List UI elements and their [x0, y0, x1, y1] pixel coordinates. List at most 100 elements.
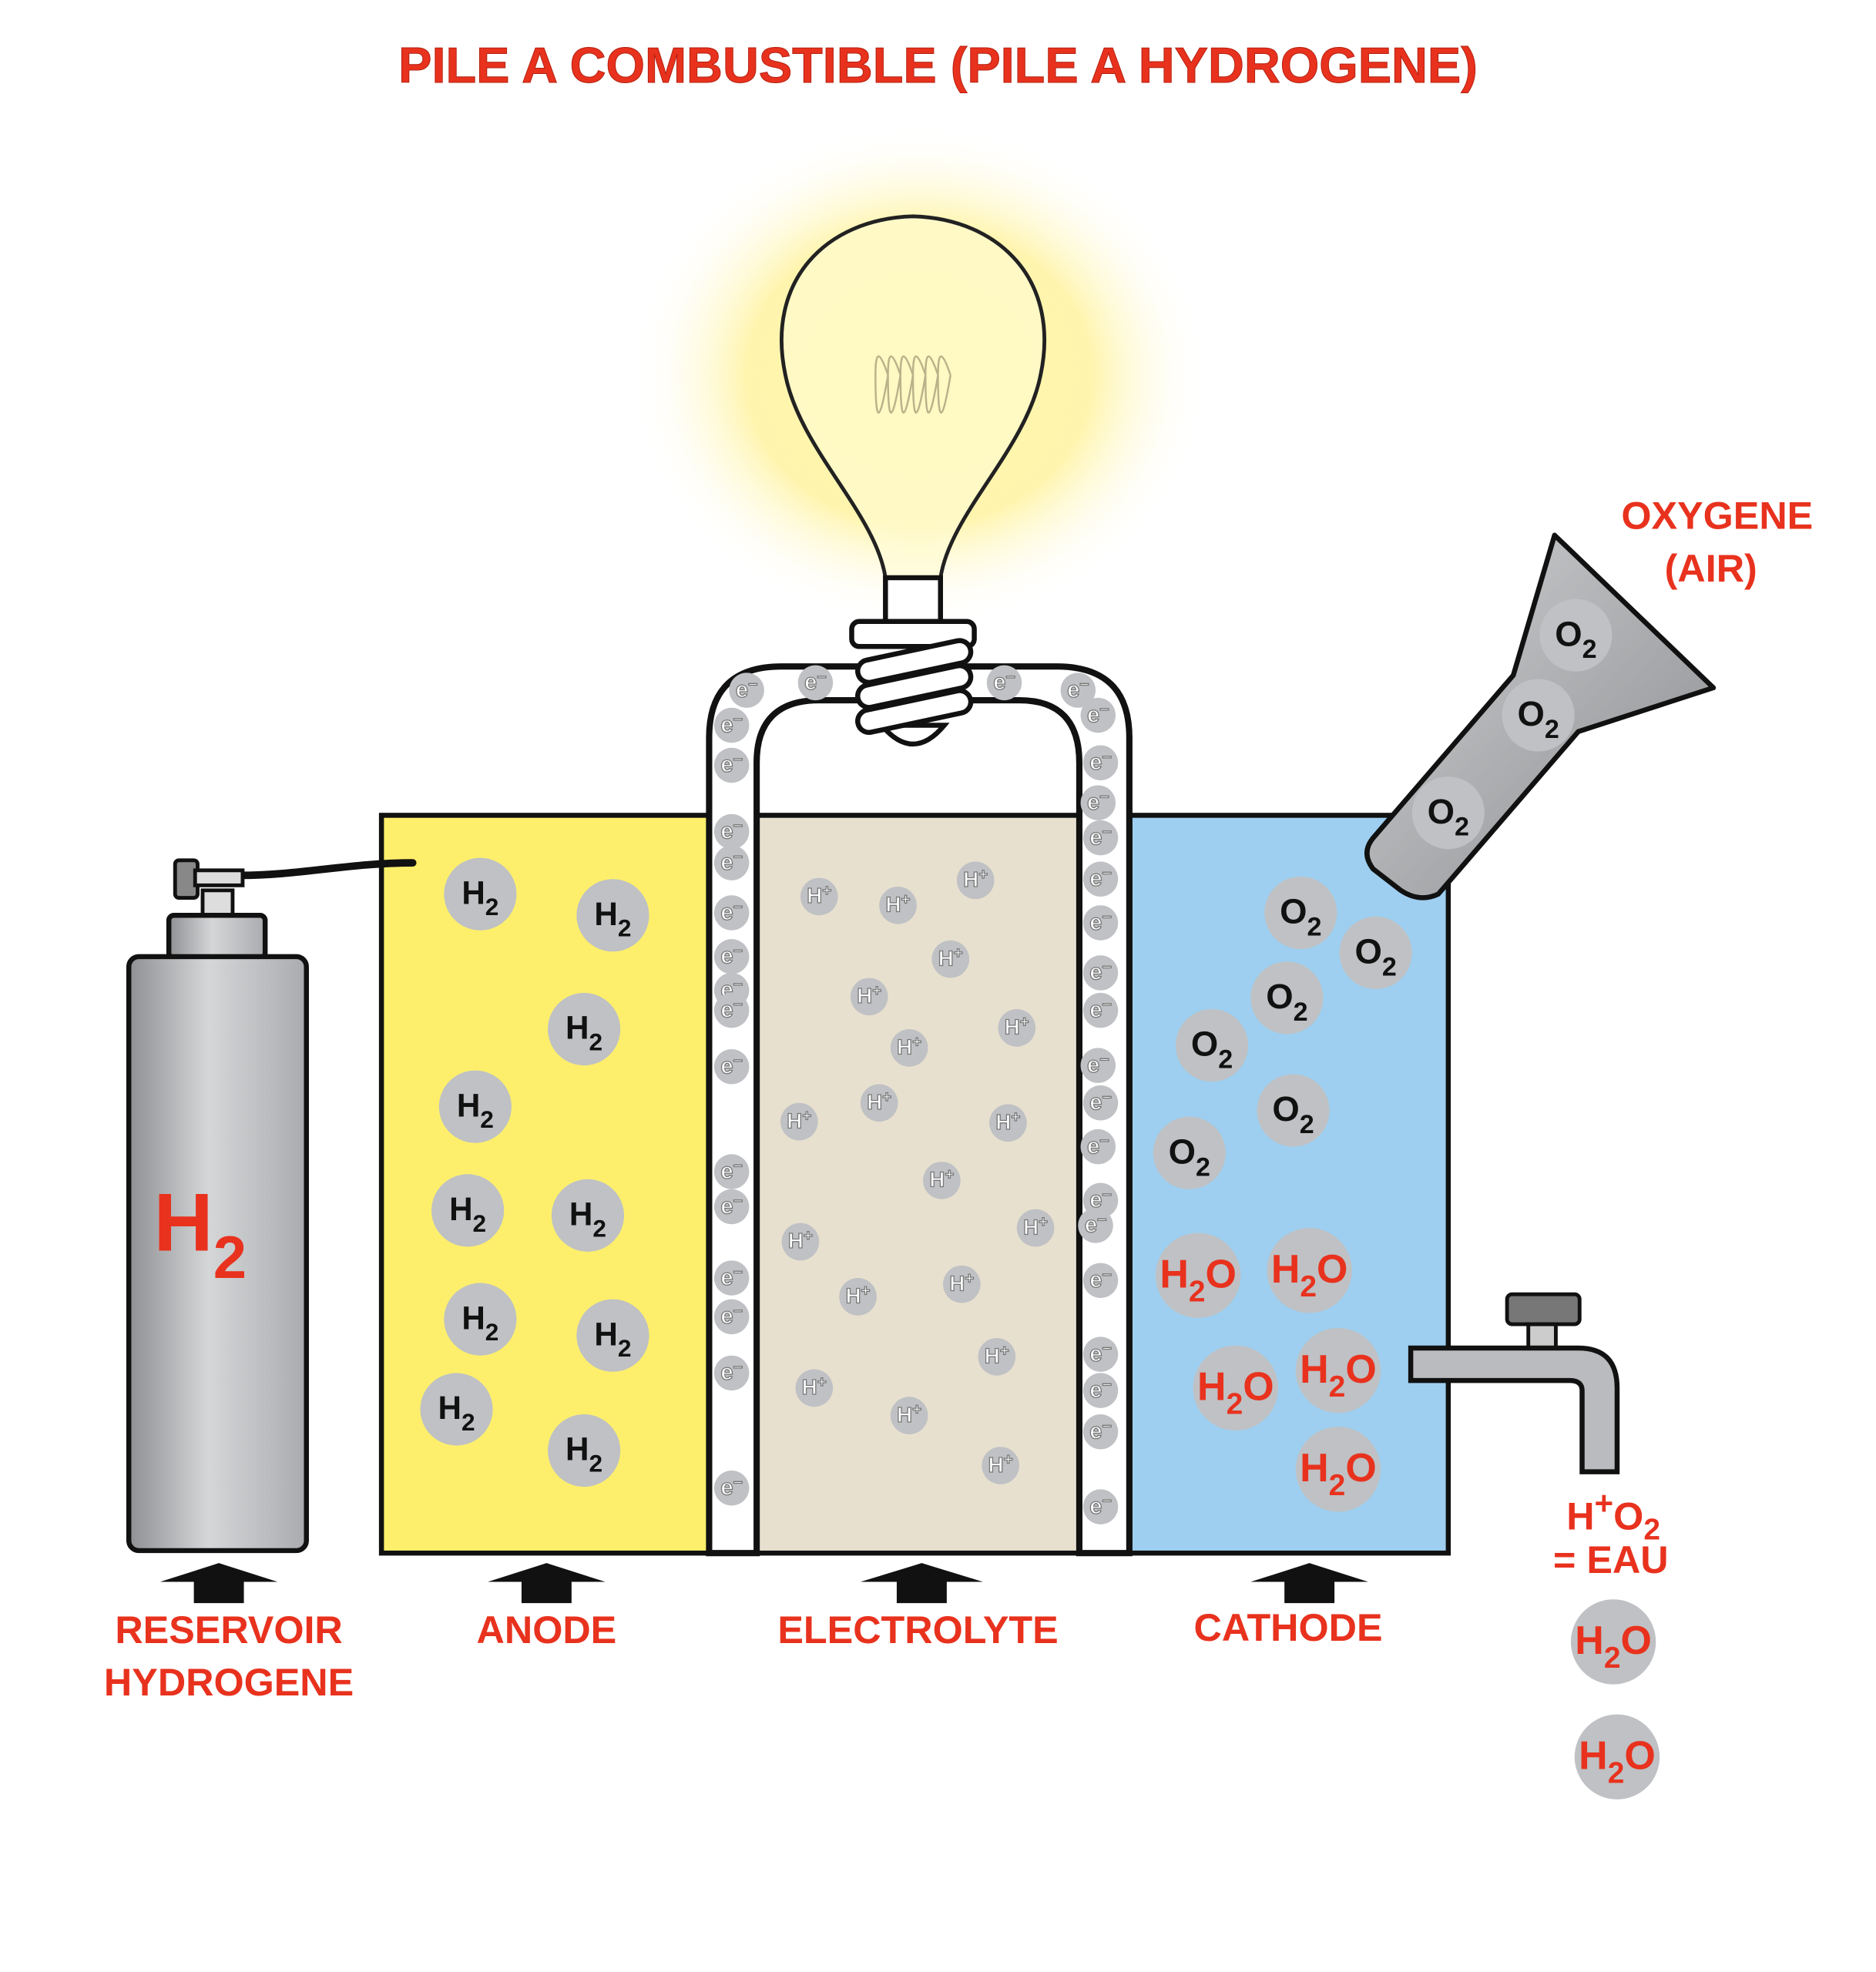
molecule-label: H+: [1023, 1213, 1048, 1239]
electron-molecule: e–: [713, 813, 750, 850]
molecule-circle: [1193, 1345, 1279, 1431]
molecule-label: H+: [1005, 1013, 1029, 1039]
molecule-label: H2O: [1300, 1347, 1377, 1404]
molecule-label: H+: [807, 882, 831, 908]
electron-molecule: e–: [1082, 992, 1119, 1028]
tank-label: H: [153, 1175, 213, 1268]
electron-molecule: e–: [1078, 1208, 1113, 1243]
h2o-molecule: H2O: [1295, 1427, 1381, 1512]
h2-molecule: H2: [444, 857, 517, 931]
molecule-label: e–: [1089, 1338, 1111, 1367]
molecule-circle: [1082, 861, 1119, 897]
h-plus-molecule: H+: [942, 1265, 981, 1303]
molecule-label: e–: [720, 1300, 742, 1329]
molecule-circle: [956, 861, 995, 900]
molecule-circle: [551, 1179, 625, 1252]
electron-molecule: e–: [713, 845, 750, 880]
electron-molecule: e–: [1080, 1048, 1116, 1083]
molecule-label: O2: [1428, 792, 1469, 842]
molecule-circle: [713, 1260, 750, 1296]
molecule-circle: [729, 672, 764, 708]
molecule-label: H+: [846, 1282, 871, 1308]
arrow-up-icon: [1250, 1563, 1368, 1604]
h-plus-molecule: H+: [931, 940, 970, 978]
arrow-up-icon: [488, 1563, 606, 1604]
molecule-circle: [1267, 1228, 1352, 1313]
h-plus-molecule: H+: [879, 886, 917, 924]
eq-o: O: [1613, 1494, 1643, 1538]
molecule-circle: [713, 1299, 750, 1335]
molecule-circle: [1016, 1209, 1055, 1247]
molecule-circle: [1257, 1074, 1330, 1147]
h-plus-molecule: H+: [1016, 1209, 1055, 1247]
anode-compartment: [378, 813, 712, 1556]
h-plus-molecule: H+: [956, 861, 995, 900]
electron-molecule: e–: [713, 1355, 750, 1391]
molecule-label: H+: [897, 1033, 921, 1059]
electron-molecule: e–: [713, 895, 750, 931]
tank-label-sub: 2: [213, 1223, 247, 1291]
label-reservoir-line2: HYDROGENE: [104, 1660, 354, 1704]
molecule-circle: [444, 857, 517, 931]
molecule-circle: [713, 1189, 750, 1225]
h2o-molecule: H2O: [1267, 1228, 1352, 1313]
molecule-label: O2: [1518, 694, 1559, 744]
molecule-circle: [713, 707, 750, 743]
molecule-label: e–: [1089, 1374, 1111, 1403]
h-plus-molecule: H+: [890, 1029, 928, 1067]
h-plus-molecule: H+: [989, 1104, 1027, 1142]
h2o-molecule: H2O: [1193, 1345, 1279, 1431]
molecule-label: e–: [720, 994, 742, 1022]
molecule-label: e–: [720, 1262, 742, 1290]
eq-o-sub: 2: [1643, 1513, 1660, 1546]
svg-text:H2: H2: [153, 1175, 247, 1291]
molecule-label: e–: [720, 897, 742, 925]
molecule-label: e–: [1089, 1491, 1111, 1519]
electron-molecule: e–: [1060, 672, 1096, 708]
electron-molecule: e–: [797, 665, 834, 701]
h-plus-molecule: H+: [795, 1369, 834, 1407]
molecule-circle: [438, 1070, 512, 1143]
molecule-circle: [713, 992, 750, 1028]
molecule-label: e–: [1089, 1086, 1111, 1115]
molecule-label: O2: [1266, 977, 1307, 1027]
molecule-label: O2: [1355, 932, 1397, 982]
molecule-label: H+: [985, 1342, 1009, 1368]
molecule-label: e–: [1085, 1209, 1106, 1237]
h-plus-molecule: H+: [781, 1222, 820, 1261]
electron-molecule: e–: [1082, 1085, 1119, 1121]
molecule-circle: [1080, 1129, 1116, 1165]
molecule-label: H2: [594, 1316, 631, 1362]
molecule-label: H+: [897, 1400, 921, 1427]
h-plus-molecule: H+: [850, 978, 888, 1016]
label-electrolyte: ELECTROLYTE: [777, 1608, 1058, 1652]
molecule-circle: [998, 1009, 1036, 1047]
molecule-label: e–: [1089, 994, 1111, 1022]
electron-molecule: e–: [1082, 1414, 1119, 1450]
arrow-up-icon: [860, 1563, 983, 1604]
molecule-label: H+: [788, 1227, 813, 1253]
molecule-circle: [713, 1355, 750, 1391]
molecule-circle: [1082, 955, 1119, 991]
h2-molecule: H2: [548, 992, 621, 1066]
o2-molecule: O2: [1502, 679, 1575, 752]
eq-h: H: [1566, 1494, 1594, 1538]
molecule-circle: [942, 1265, 981, 1303]
molecule-label: H+: [802, 1373, 827, 1400]
label-cathode: CATHODE: [1194, 1605, 1383, 1649]
molecule-circle: [1411, 776, 1485, 850]
h2o-molecule: H2O: [1155, 1232, 1241, 1318]
electron-molecule: e–: [713, 747, 750, 783]
molecule-circle: [1082, 820, 1119, 856]
molecule-circle: [1080, 697, 1116, 733]
h-plus-molecule: H+: [923, 1162, 961, 1199]
o2-molecule: O2: [1250, 961, 1324, 1035]
electron-molecule: e–: [713, 1154, 750, 1189]
molecule-label: e–: [1089, 907, 1111, 935]
label-equation-line2: = EAU: [1553, 1538, 1669, 1581]
o2-molecule: O2: [1264, 876, 1337, 950]
molecule-circle: [1082, 992, 1119, 1028]
molecule-label: e–: [720, 709, 742, 737]
molecule-circle: [1295, 1327, 1381, 1414]
molecule-label: e–: [1089, 956, 1111, 984]
